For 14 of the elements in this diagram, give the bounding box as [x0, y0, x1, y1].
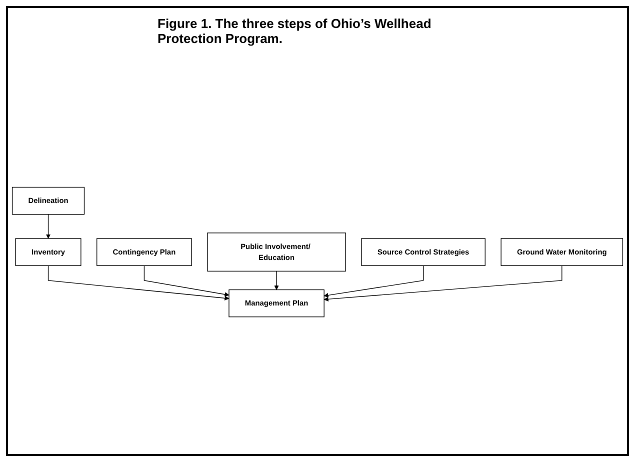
node-box	[207, 232, 346, 272]
arrow	[274, 270, 279, 290]
node-box	[12, 186, 85, 215]
arrow	[324, 265, 424, 298]
arrow	[144, 265, 230, 297]
arrow	[324, 265, 562, 302]
arrow	[48, 265, 230, 300]
node-box	[96, 238, 192, 266]
node-box	[500, 238, 624, 266]
arrow	[46, 214, 51, 239]
figure-title: Figure 1. The three steps of Ohio’s Wellhead Protection Program.	[158, 16, 432, 46]
node-box	[361, 238, 486, 266]
node-box	[15, 238, 82, 266]
node-box	[228, 289, 324, 318]
